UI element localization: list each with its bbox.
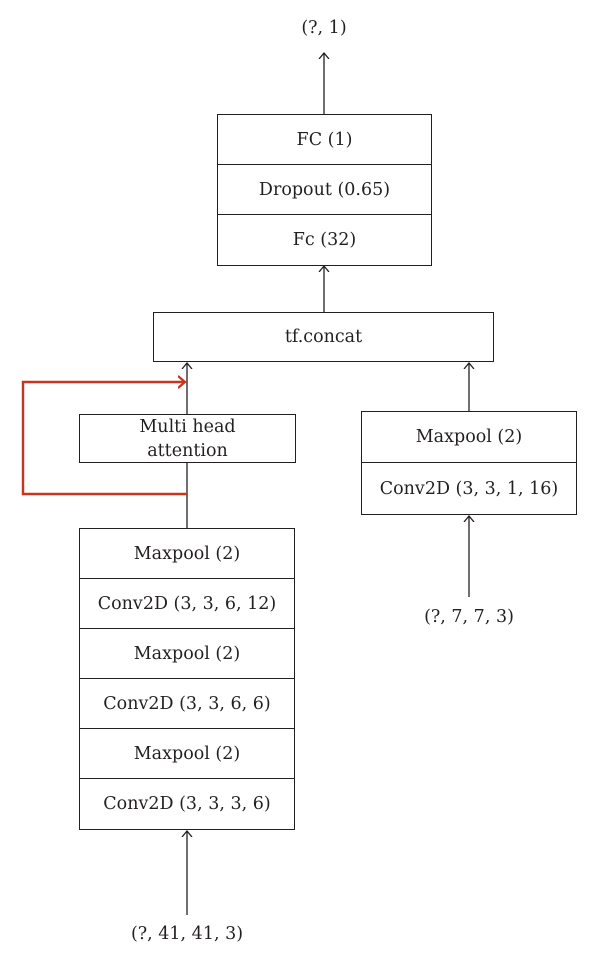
- left-maxpool-layer-1: Maxpool (2): [80, 729, 294, 779]
- dropout-layer: Dropout (0.65): [218, 165, 431, 215]
- left-input-shape-label: (?, 41, 41, 3): [130, 924, 244, 944]
- dense-block: FC (1) Dropout (0.65) Fc (32): [217, 114, 432, 266]
- right-input-shape-label: (?, 7, 7, 3): [424, 607, 514, 627]
- fc-hidden-layer: Fc (32): [292, 230, 357, 250]
- skip-connection-arrow: [21, 382, 187, 496]
- multi-head-attention-block: Multi head attention: [79, 414, 296, 463]
- left-conv2d-layer-3: Conv2D (3, 3, 6, 12): [80, 579, 294, 629]
- left-conv-stack: Maxpool (2) Conv2D (3, 3, 6, 12) Maxpool…: [79, 528, 295, 830]
- left-maxpool-layer-3: Maxpool (2): [80, 529, 294, 579]
- right-maxpool-layer: Maxpool (2): [362, 412, 576, 463]
- right-conv2d-layer: Conv2D (3, 3, 1, 16): [379, 478, 559, 499]
- left-maxpool-layer-2: Maxpool (2): [80, 629, 294, 679]
- left-conv2d-layer-1: Conv2D (3, 3, 3, 6): [103, 794, 271, 814]
- right-conv-stack: Maxpool (2) Conv2D (3, 3, 1, 16): [361, 411, 577, 515]
- output-shape-label: (?, 1): [301, 18, 347, 38]
- concat-block: tf.concat: [153, 312, 494, 362]
- fc-output-layer: FC (1): [218, 115, 431, 165]
- left-conv2d-layer-2: Conv2D (3, 3, 6, 6): [80, 679, 294, 729]
